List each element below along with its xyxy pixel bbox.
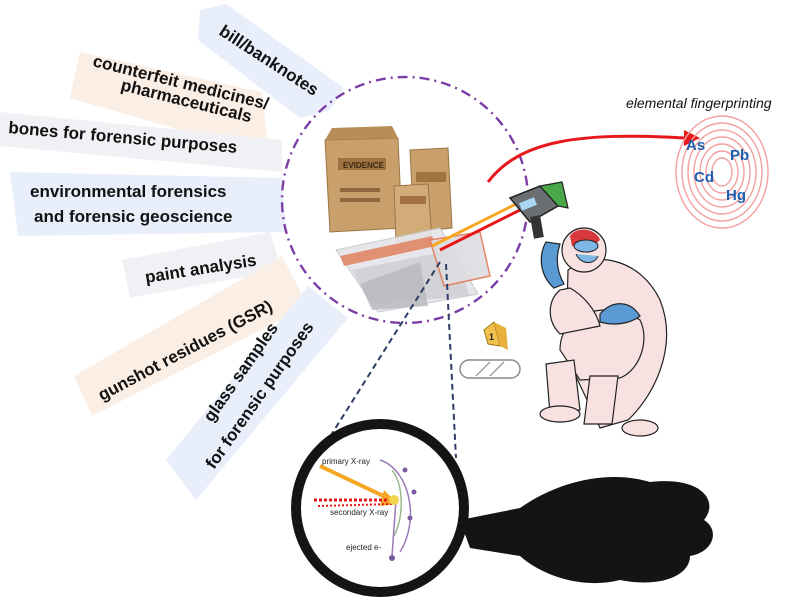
element-pb: Pb xyxy=(730,147,749,164)
evidence-marker-number: 1 xyxy=(489,332,494,342)
fingerprint-icon xyxy=(675,115,769,229)
evidence-bags: EVIDENCE xyxy=(324,126,453,243)
ruler-icon xyxy=(459,359,521,379)
element-cd: Cd xyxy=(694,169,714,186)
evidence-marker-icon: 1 xyxy=(483,321,508,350)
ejected-electron-label: ejected e- xyxy=(346,543,381,552)
xrf-analyzer-icon xyxy=(508,181,569,239)
glove-raised xyxy=(540,241,565,289)
label-env-text-1: environmental forensics xyxy=(30,182,227,201)
evidence-bag-label: EVIDENCE xyxy=(343,161,385,170)
forensic-investigator xyxy=(539,227,668,437)
xray-beam-red xyxy=(439,208,521,252)
primary-xray-line xyxy=(319,464,393,502)
zoom-line-left xyxy=(327,261,441,441)
element-hg: Hg xyxy=(726,187,746,204)
xrf-schematic: primary X-ray secondary X-ray ejected e- xyxy=(314,457,417,561)
glove-resting xyxy=(599,303,641,325)
label-env-text-2: and forensic geoscience xyxy=(34,207,232,226)
magnifying-glass-icon xyxy=(291,419,713,597)
secondary-xray-label: secondary X-ray xyxy=(330,508,388,517)
arrow-to-fingerprint xyxy=(486,134,685,183)
primary-xray-label: primary X-ray xyxy=(322,457,370,466)
fingerprint-title: elemental fingerprinting xyxy=(626,95,772,111)
zoom-line-right xyxy=(445,263,457,459)
element-as: As xyxy=(686,137,705,154)
label-environmental: environmental forensics and forensic geo… xyxy=(10,172,286,236)
xray-beam-orange xyxy=(431,202,517,248)
evidence-pouches xyxy=(335,227,491,313)
